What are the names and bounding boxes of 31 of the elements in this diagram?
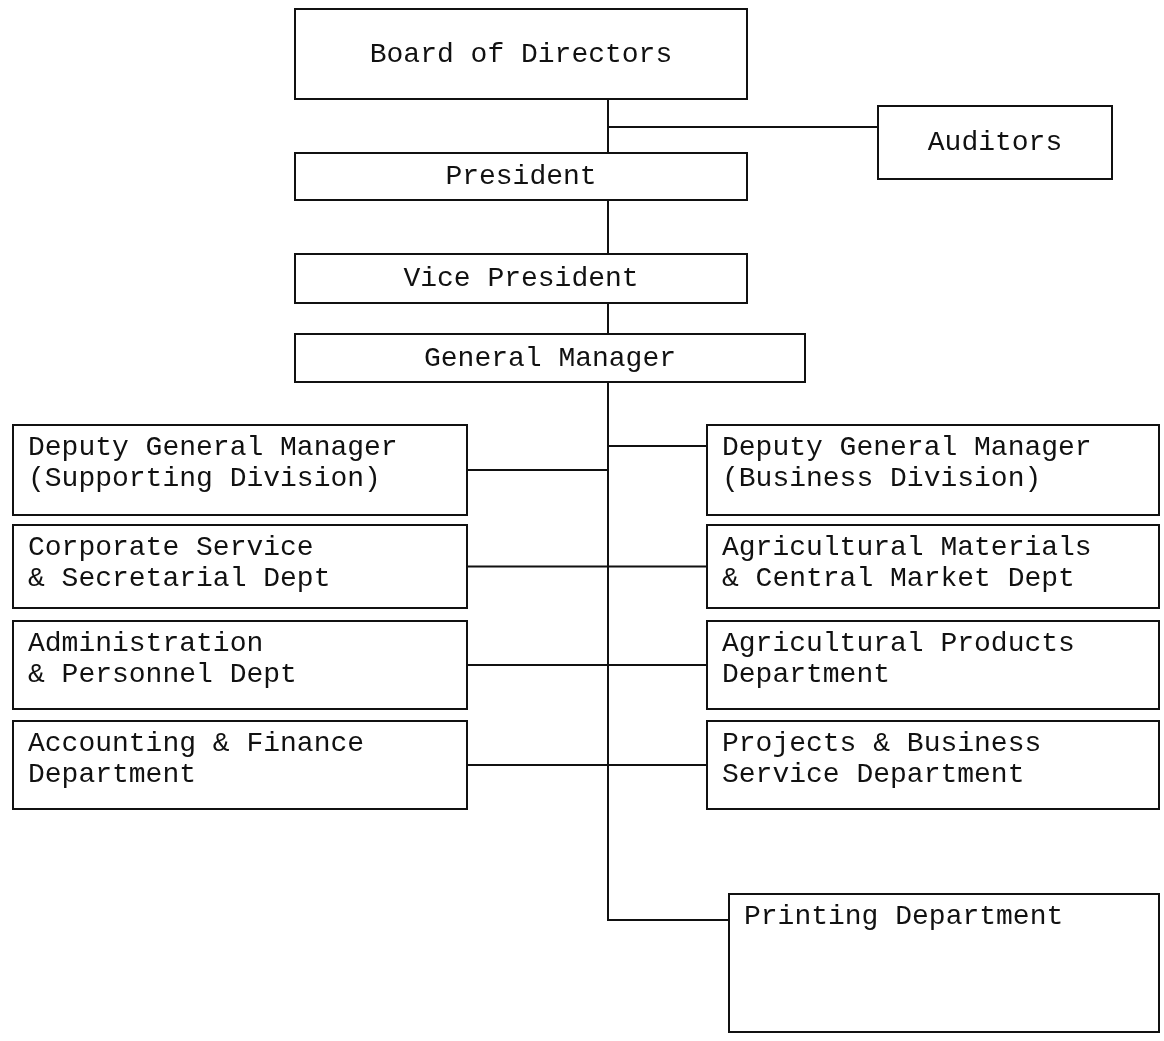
box-label: Vice President — [403, 263, 639, 294]
org-box — [877, 105, 1113, 180]
box-label: Accounting & Finance Department — [28, 728, 365, 790]
box-label: Printing Department — [744, 901, 1064, 932]
org-box — [706, 424, 1160, 516]
box-label: President — [445, 161, 597, 192]
box-label: Deputy General Manager (Supporting Division) — [28, 432, 398, 494]
connector-line — [607, 303, 609, 334]
box-label: Corporate Service & Secretarial Dept — [28, 532, 331, 594]
org-box — [12, 620, 468, 710]
box-label: Board of Directors — [369, 38, 673, 70]
org-box — [294, 152, 748, 201]
org-box — [12, 720, 468, 810]
org-box — [706, 720, 1160, 810]
org-box — [294, 8, 748, 100]
org-box — [728, 893, 1160, 1033]
connector-line — [607, 200, 609, 254]
org-box — [12, 424, 468, 516]
box-label: Administration & Personnel Dept — [28, 628, 297, 690]
box-label: General Manager — [423, 342, 676, 374]
org-box — [706, 524, 1160, 609]
org-box — [294, 253, 748, 304]
box-label: Agricultural Products Department — [722, 628, 1075, 690]
connector-line — [607, 99, 878, 128]
box-label: Deputy General Manager (Business Division) — [722, 432, 1092, 494]
org-box — [12, 524, 468, 609]
box-label: Projects & Business Service Department — [722, 728, 1042, 790]
org-box — [706, 620, 1160, 710]
box-label: Auditors — [927, 127, 1063, 158]
box-label: Agricultural Materials & Central Market Dept — [722, 532, 1092, 594]
org-box — [294, 333, 806, 383]
